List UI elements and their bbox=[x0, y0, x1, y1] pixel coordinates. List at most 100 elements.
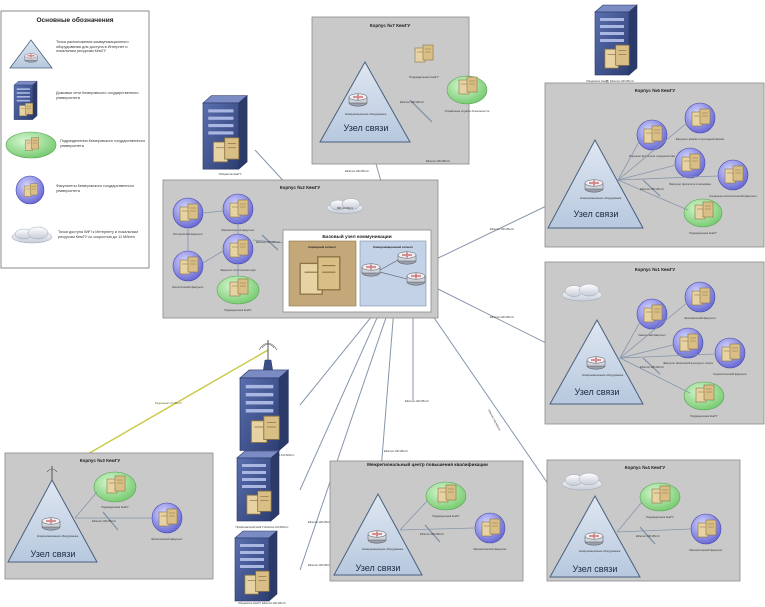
core-node: Базовый узел коммуникации Серверный сегм… bbox=[282, 229, 432, 313]
campus-title: Корпус №2 КемГУ bbox=[280, 185, 321, 190]
node-label-small: Коммуникационное оборудование bbox=[37, 534, 79, 538]
legend-text: Точки доступа WiFi к Интернету и локальн… bbox=[58, 230, 138, 239]
unit-label: Факультет филологии в экономике bbox=[669, 182, 711, 186]
wifi-cloud-icon bbox=[326, 198, 364, 214]
campus-title: Корпус №1 КемГУ bbox=[635, 267, 676, 272]
campus-k4: Корпус №4 КемГУ Коммуникационное оборудо… bbox=[546, 459, 741, 582]
link-label: Ethernet 100 Мбит/с bbox=[640, 365, 665, 369]
legend-text: Точка расположения коммуникационного обо… bbox=[56, 40, 129, 54]
link-label: Ethernet 100 Мбит/с bbox=[487, 409, 502, 433]
link-label: Ethernet 100 Мбит/с bbox=[92, 519, 117, 523]
legend-title: Основные обозначения bbox=[36, 16, 113, 24]
unit-label: Подразделения КемГУ bbox=[690, 414, 718, 418]
legend-item-wifi: Точки доступа WiFi к Интернету и локальн… bbox=[11, 226, 138, 244]
unit-label: Подразделения КемГУ bbox=[409, 75, 439, 79]
node-label-small: Коммуникационное оборудование bbox=[580, 196, 622, 200]
link-label: Ethernet 100 Мбит/с bbox=[420, 532, 445, 536]
unit-label: Математический факультет bbox=[689, 548, 723, 552]
link-label: Ethernet 100 Мбит/с bbox=[400, 100, 425, 104]
dorm-low1: Профилакторий КемГУ, Ethernet 100 Мбит/с bbox=[236, 451, 290, 529]
wifi-cloud-icon bbox=[561, 472, 603, 491]
core-title: Базовый узел коммуникации bbox=[322, 233, 391, 240]
unit-label: Исторический факультет bbox=[173, 232, 204, 236]
link-label: Ethernet 100 Мбит/с bbox=[405, 399, 430, 403]
unit-label: Факультет политических наук bbox=[220, 268, 256, 272]
dorm-low2: Общежитие КемГУ, Ethernet 100 Мбит/с bbox=[235, 531, 287, 605]
unit-label: Математический факультет bbox=[473, 547, 507, 551]
campus-title: Межрегиональный центр повышения квалифик… bbox=[367, 462, 488, 467]
wifi-label: WiFi 11 Мбит/с bbox=[337, 207, 354, 210]
unit-label: Социально-психологический факультет bbox=[709, 194, 757, 198]
link-dorm-low1 bbox=[299, 299, 386, 491]
unit-label: Факультет филологии и журналистики bbox=[629, 154, 676, 158]
core-comms: Коммуникационный сегмент bbox=[373, 245, 413, 249]
node-label: Узел связи bbox=[31, 549, 76, 559]
dorm-top: Общежитие КемГУ, Ethernet 100 Мбит/с bbox=[586, 5, 637, 83]
campus-mc: Межрегиональный центр повышения квалифик… bbox=[329, 460, 524, 582]
unit-label: Биологический факультет bbox=[151, 537, 183, 541]
unit-label: Математический факультет bbox=[221, 228, 255, 232]
unit-label: Факультет физики и прикладной физики bbox=[676, 137, 725, 141]
legend-text: Подразделения Кемеровского государственн… bbox=[60, 139, 146, 148]
link-label: Радиоканал 11 Мбит/с bbox=[155, 401, 183, 405]
unit-label: Подразделения КемГУ bbox=[689, 231, 717, 235]
legend-text: Домовые сети Кемеровского государственно… bbox=[56, 91, 139, 100]
unit-label: Биологический факультет bbox=[172, 285, 204, 289]
link-label: Ethernet 100 Мбит/с bbox=[490, 227, 515, 231]
legend-item-node: Точка расположения коммуникационного обо… bbox=[9, 39, 129, 69]
wifi-cloud-icon bbox=[11, 226, 53, 244]
unit-label: Химический факультет bbox=[638, 333, 666, 337]
link-label: Ethernet 100 Мбит/с bbox=[490, 315, 515, 319]
campus-k1: Корпус №1 КемГУ Коммуникационное оборудо… bbox=[544, 261, 765, 425]
dorm-left: Общежитие КемГУ bbox=[203, 96, 247, 176]
unit-label: Подразделения КемГУ bbox=[224, 308, 252, 312]
core-servers: Серверный сегмент bbox=[308, 245, 336, 249]
unit-label: Подразделения КемГУ bbox=[646, 515, 674, 519]
link-label: Ethernet 100 Мбит/с bbox=[308, 563, 333, 567]
legend-item-subdivision: Подразделения Кемеровского государственн… bbox=[5, 131, 146, 159]
dorm-mid: Профилакторий КемГУ, Ethernet 100 Мбит/с bbox=[240, 340, 295, 457]
node-label-small: Коммуникационное оборудование bbox=[362, 547, 404, 551]
unit-label: Управление службы безопасности bbox=[445, 109, 490, 113]
dorm-label: Общежитие КемГУ bbox=[219, 172, 242, 176]
link-label: Ethernet 100 Мбит/с bbox=[640, 187, 665, 191]
legend-item-faculty: Факультеты Кемеровского государственного… bbox=[15, 175, 135, 205]
node-label: Узел связи bbox=[356, 563, 401, 573]
wifi-cloud-icon bbox=[561, 283, 603, 302]
legend-text: Факультеты Кемеровского государственного… bbox=[56, 184, 135, 193]
node-label: Узел связи bbox=[344, 123, 389, 133]
link-label: Ethernet 100 Мбит/с bbox=[426, 159, 451, 163]
unit-label: Подразделения КемГУ bbox=[101, 505, 129, 509]
building-icon bbox=[14, 81, 37, 120]
link-dorm-low2 bbox=[299, 299, 393, 571]
campus-title: Корпус №6 КемГУ bbox=[635, 88, 676, 93]
campus-title: Корпус №7 КемГУ bbox=[370, 23, 411, 28]
campus-k3: Корпус №3 КемГУ Коммуникационное оборудо… bbox=[4, 452, 214, 580]
dorm-label: Общежитие КемГУ, Ethernet 100 Мбит/с bbox=[238, 601, 286, 605]
unit-label: Экономический факультет bbox=[684, 316, 717, 320]
node-label: Узел связи bbox=[573, 564, 618, 574]
node-label-small: Коммуникационное оборудование bbox=[345, 112, 387, 116]
node-label-small: Коммуникационное оборудование bbox=[582, 373, 624, 377]
radio-link bbox=[59, 349, 269, 471]
legend-item-building: Домовые сети Кемеровского государственно… bbox=[14, 81, 139, 120]
campus-title: Корпус №3 КемГУ bbox=[80, 458, 121, 463]
dorm-label: Общежитие КемГУ, Ethernet 100 Мбит/с bbox=[586, 79, 634, 83]
link-label: Ethernet 100 Мбит/с bbox=[345, 169, 370, 173]
dorm-label: Профилакторий КемГУ, Ethernet 100 Мбит/с bbox=[236, 525, 290, 529]
node-label: Узел связи bbox=[574, 209, 619, 219]
link-label: Ethernet 100 Мбит/с bbox=[256, 240, 281, 244]
link-label: Ethernet 100 Мбит/с bbox=[308, 520, 333, 524]
node-label-small: Коммуникационное оборудование bbox=[579, 549, 621, 553]
unit-label: Социологический факультет bbox=[713, 372, 748, 376]
unit-label: Факультет физической культуры и спорта bbox=[663, 361, 713, 365]
unit-label: Подразделения КемГУ bbox=[432, 514, 460, 518]
campus-k7: Корпус №7 КемГУ Коммуникационное оборудо… bbox=[311, 16, 490, 165]
link-label: Ethernet 100 Мбит/с bbox=[636, 534, 661, 538]
campus-k2: Корпус №2 КемГУ Исторический факультет М… bbox=[162, 179, 439, 319]
campus-title: Корпус №4 КемГУ bbox=[625, 465, 666, 470]
legend-panel: Основные обозначения Точка расположения … bbox=[0, 10, 150, 269]
link-label: Ethernet 100 Мбит/с bbox=[384, 449, 409, 453]
node-label: Узел связи bbox=[575, 387, 620, 397]
